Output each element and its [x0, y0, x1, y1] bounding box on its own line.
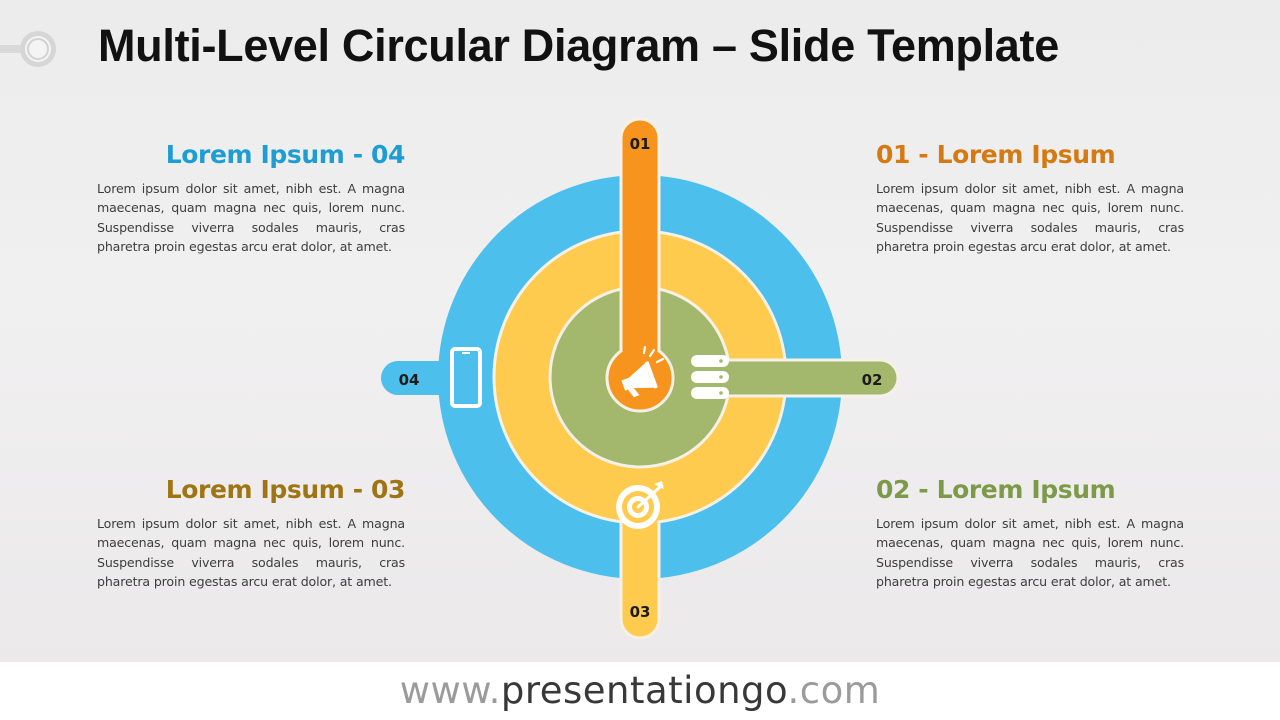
heading-03: Lorem Ipsum - 03 — [165, 475, 406, 504]
heading-04: Lorem Ipsum - 04 — [165, 140, 406, 169]
text-block-03: Lorem Ipsum - 03 Lorem ipsum dolor sit a… — [97, 475, 405, 592]
heading-01: 01 - Lorem Ipsum — [876, 140, 1116, 169]
megaphone-icon — [621, 361, 658, 398]
page-title: Multi-Level Circular Diagram – Slide Tem… — [98, 20, 1059, 71]
smartphone-icon — [450, 347, 482, 408]
body-text-04: Lorem ipsum dolor sit amet, nibh est. A … — [97, 181, 405, 255]
body-text-03: Lorem ipsum dolor sit amet, nibh est. A … — [97, 516, 405, 590]
megaphone-sound-lines — [642, 345, 665, 364]
footer-url: www.presentationgo.com — [0, 662, 1280, 720]
footer-suffix: .com — [787, 669, 881, 712]
database-icon — [691, 355, 729, 399]
pushpin-icon — [0, 31, 56, 67]
target-icon — [616, 481, 664, 529]
level-number-02: 02 — [862, 371, 883, 389]
text-block-02: 02 - Lorem Ipsum Lorem ipsum dolor sit a… — [876, 475, 1184, 592]
text-block-04: Lorem Ipsum - 04 Lorem ipsum dolor sit a… — [97, 140, 405, 257]
text-block-01: 01 - Lorem Ipsum Lorem ipsum dolor sit a… — [876, 140, 1184, 257]
footer-brand: presentationgo — [500, 669, 788, 712]
level-number-01: 01 — [630, 135, 651, 153]
heading-02: 02 - Lorem Ipsum — [876, 475, 1116, 504]
footer-prefix: www. — [399, 669, 501, 712]
circular-diagram: 01 02 03 04 — [381, 117, 900, 640]
level-number-04: 04 — [399, 371, 420, 389]
body-text-02: Lorem ipsum dolor sit amet, nibh est. A … — [876, 516, 1184, 590]
body-text-01: Lorem ipsum dolor sit amet, nibh est. A … — [876, 181, 1184, 255]
level-number-03: 03 — [630, 603, 651, 621]
